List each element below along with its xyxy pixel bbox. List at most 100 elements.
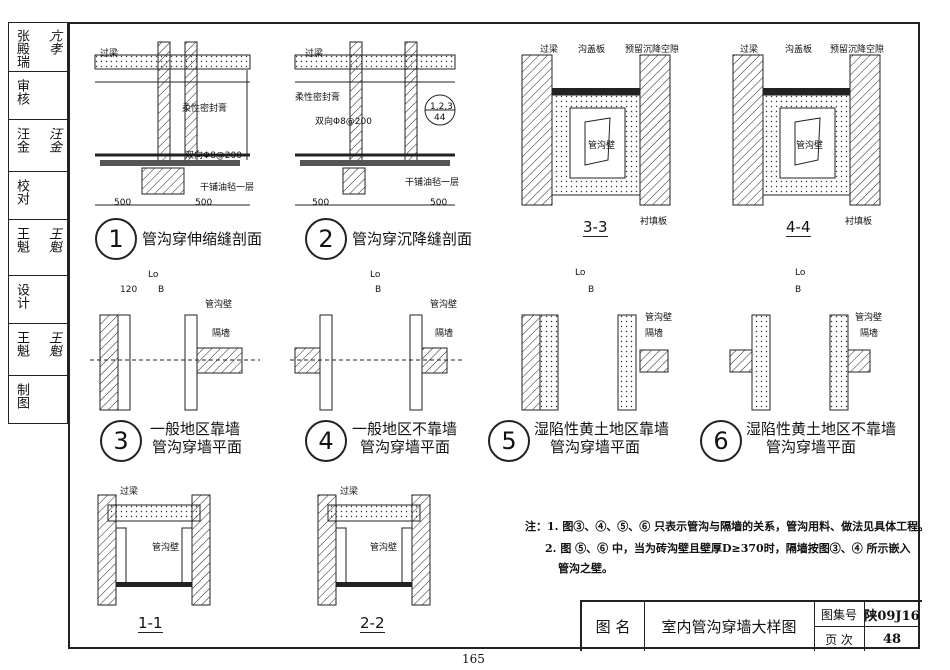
- sidebar-cell: 王魁王魁: [9, 323, 67, 376]
- detail-1-drawing: [94, 41, 251, 206]
- detail-subtitle: 管沟穿墙平面: [152, 438, 243, 456]
- detail-title: 管沟穿伸缩缝剖面: [142, 230, 263, 248]
- atlas-label: 图集号: [814, 602, 865, 627]
- dimension-label: 120: [120, 285, 138, 295]
- title-label: 图 名: [582, 602, 645, 651]
- drawing-frame: [68, 22, 920, 649]
- detail-2-drawing: [294, 41, 456, 206]
- section-2-2-drawing: [317, 494, 431, 606]
- section-label: 1-1: [138, 614, 163, 633]
- annotation-label: 双向Φ8@200: [185, 151, 242, 161]
- annotation-label: 双向Φ8@200: [315, 117, 372, 127]
- dimension-label: B: [795, 285, 802, 295]
- annotation-label: 管沟壁: [370, 543, 398, 553]
- detail-number-circle: 4: [305, 420, 347, 462]
- page-label: 页 次: [814, 627, 865, 651]
- annotation-label: 隔墙: [645, 329, 664, 339]
- reference-label: 44: [434, 113, 446, 123]
- detail-number-circle: 1: [95, 218, 137, 260]
- annotation-label: 柔性密封膏: [295, 93, 341, 103]
- annotation-label: 管沟壁: [796, 141, 824, 151]
- note-3: 管沟之壁。: [558, 562, 613, 575]
- annotation-label: 管沟壁: [430, 300, 458, 310]
- dimension-label: 500: [430, 198, 448, 208]
- dimension-label: Lo: [575, 268, 586, 278]
- detail-3-drawing: [90, 314, 260, 411]
- dimension-label: B: [375, 285, 382, 295]
- dimension-label: Lo: [370, 270, 381, 280]
- note-2: 2. 图 ⑤、⑥ 中，当为砖沟壁且壁厚D≥370时，隔墙按图③、④ 所示嵌入: [545, 542, 911, 555]
- page-number: 165: [462, 652, 485, 666]
- sidebar-cell: 校对: [9, 171, 67, 220]
- signature-sidebar: 张殿瑞亢孝 审核 汪金汪金 校对 王魁王魁 设计 王魁王魁 制图: [8, 22, 68, 424]
- detail-title: 湿陷性黄土地区不靠墙: [746, 420, 897, 438]
- detail-title: 湿陷性黄土地区靠墙: [534, 420, 670, 438]
- detail-5-drawing: [521, 314, 669, 411]
- annotation-label: 过梁: [540, 45, 559, 55]
- sidebar-label: 校对: [14, 179, 29, 205]
- annotation-label: 过梁: [740, 45, 759, 55]
- sidebar-signature: 王魁: [46, 331, 61, 357]
- annotation-label: 隔墙: [212, 329, 231, 339]
- section-label: 2-2: [360, 614, 385, 633]
- section-1-1-drawing: [97, 494, 211, 606]
- sidebar-label: 审核: [14, 79, 29, 105]
- detail-title: 一般地区不靠墙: [352, 420, 458, 438]
- sidebar-label: 张殿瑞: [14, 29, 29, 68]
- annotation-label: 沟盖板: [578, 45, 606, 55]
- detail-number-circle: 5: [488, 420, 530, 462]
- dimension-label: 500: [114, 198, 132, 208]
- sidebar-signature: 汪金: [46, 127, 61, 153]
- detail-number-circle: 6: [700, 420, 742, 462]
- dimension-label: Lo: [148, 270, 159, 280]
- detail-number-circle: 3: [100, 420, 142, 462]
- atlas-number: 陕09J16: [864, 602, 920, 627]
- sidebar-cell: 张殿瑞 亢孝: [9, 23, 67, 72]
- dimension-label: B: [588, 285, 595, 295]
- annotation-label: 过梁: [340, 487, 359, 497]
- note-1: 注：1. 图③、④、⑤、⑥ 只表示管沟与隔墙的关系，管沟用料、做法见具体工程。: [525, 520, 930, 533]
- dimension-label: 500: [312, 198, 330, 208]
- sidebar-label: 设计: [14, 283, 29, 309]
- section-label: 3-3: [583, 218, 608, 237]
- annotation-label: 管沟壁: [152, 543, 180, 553]
- detail-6-drawing: [729, 314, 871, 411]
- sidebar-cell: 王魁王魁: [9, 219, 67, 276]
- sidebar-cell: 设计: [9, 275, 67, 324]
- reference-label: 1,2,3: [430, 102, 453, 112]
- annotation-label: 管沟壁: [645, 313, 673, 323]
- annotation-label: 隔墙: [860, 329, 879, 339]
- detail-number-circle: 2: [305, 218, 347, 260]
- annotation-label: 管沟壁: [588, 141, 616, 151]
- sidebar-signature: 亢孝: [46, 29, 61, 55]
- annotation-label: 预留沉降空隙: [625, 45, 680, 55]
- annotation-label: 沟盖板: [785, 45, 813, 55]
- sidebar-label: 制图: [14, 383, 29, 409]
- page-number-cell: 48: [882, 631, 902, 647]
- dimension-label: B: [158, 285, 165, 295]
- annotation-label: 管沟壁: [205, 300, 233, 310]
- annotation-label: 过梁: [100, 49, 119, 59]
- annotation-label: 过梁: [120, 487, 139, 497]
- section-3-3-drawing: [521, 54, 671, 206]
- sidebar-label: 汪金: [14, 127, 29, 153]
- section-label: 4-4: [786, 218, 811, 237]
- dimension-label: Lo: [795, 268, 806, 278]
- annotation-label: 干铺油毡一层: [405, 178, 460, 188]
- sidebar-label: 王魁: [14, 227, 29, 253]
- title-block: 图 名 室内管沟穿墙大样图 图集号 陕09J16 页 次 48: [580, 600, 922, 651]
- annotation-label: 干铺油毡一层: [200, 183, 255, 193]
- sidebar-signature: 王魁: [46, 227, 61, 253]
- detail-subtitle: 管沟穿墙平面: [766, 438, 857, 456]
- sidebar-cell: 汪金汪金: [9, 119, 67, 172]
- sidebar-cell: 审核: [9, 71, 67, 120]
- detail-subtitle: 管沟穿墙平面: [360, 438, 451, 456]
- section-4-4-drawing: [732, 54, 881, 206]
- annotation-label: 柔性密封膏: [182, 104, 228, 114]
- annotation-label: 衬填板: [845, 217, 873, 227]
- sidebar-label: 王魁: [14, 331, 29, 357]
- detail-subtitle: 管沟穿墙平面: [550, 438, 641, 456]
- dimension-label: 500: [195, 198, 213, 208]
- annotation-label: 管沟壁: [855, 313, 883, 323]
